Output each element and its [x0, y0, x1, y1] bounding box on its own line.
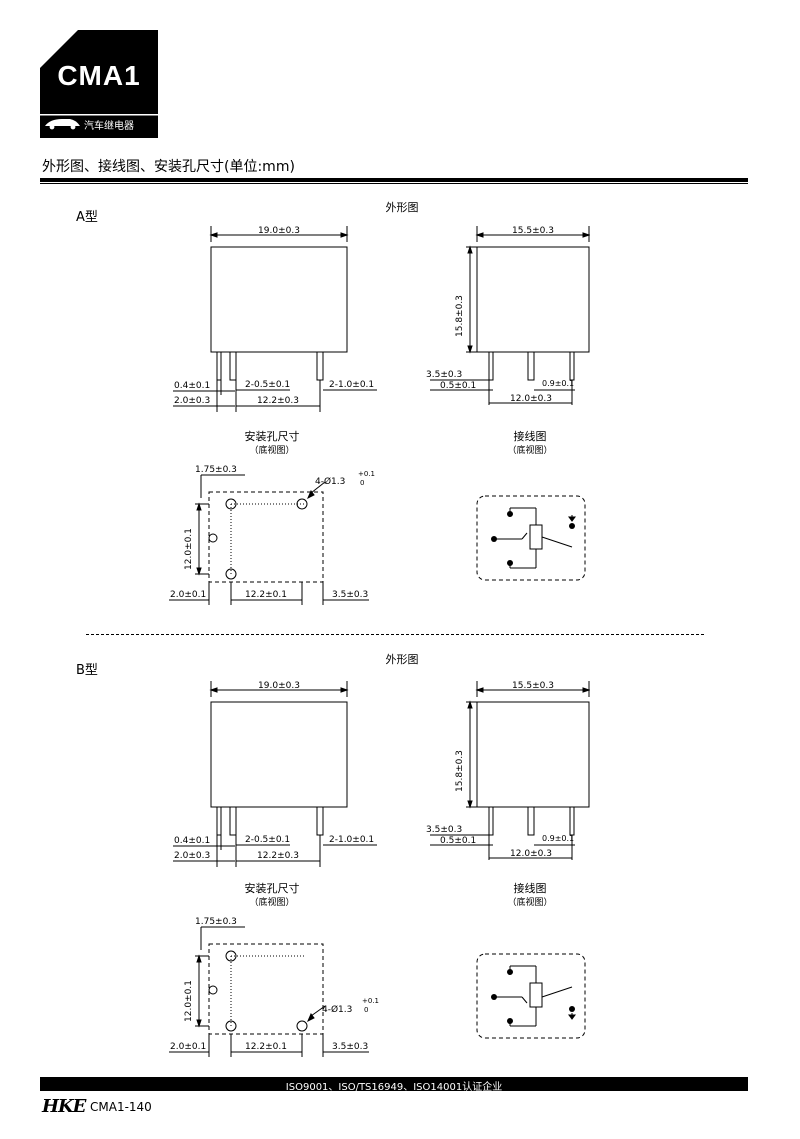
- side-view-a: 15.8±0.3 15.5±0.3 3.5±0.3 0.5±0.1 0.9±0.…: [426, 226, 590, 405]
- wiring-diagram-a: [476, 495, 586, 581]
- dim-side-pin-span: 12.0±0.3: [510, 394, 552, 404]
- dim-hole-tol-low: 0: [364, 1006, 368, 1014]
- dim-pin-width: 0.4±0.1: [174, 836, 210, 846]
- dim-hole-tol-low: 0: [360, 479, 364, 487]
- dim-pin-span: 12.2±0.3: [257, 396, 299, 406]
- wiring-heading-b: 接线图: [513, 882, 547, 895]
- dim-hole-top-offset: 1.75±0.3: [195, 465, 237, 475]
- dim-side-pin-len: 3.5±0.3: [426, 825, 462, 835]
- category-label: 汽车继电器: [84, 121, 134, 132]
- brand-logo-block: [40, 30, 158, 138]
- dim-hole-right: 3.5±0.3: [332, 1042, 368, 1052]
- mounting-holes-b: 1.75±0.3 4-Ø1.3 +0.1 0 12.0±0.1 2.0±0.1 …: [169, 917, 379, 1057]
- outline-heading-a: 外形图: [385, 201, 419, 214]
- car-icon: [45, 119, 80, 130]
- bottom-view-note-b: （底视图）: [249, 898, 295, 908]
- dim-hole-height: 12.0±0.1: [184, 528, 194, 570]
- dim-front-width: 19.0±0.3: [258, 681, 300, 691]
- dim-hole-spec: 4-Ø1.3: [315, 476, 345, 487]
- dim-front-width: 19.0±0.3: [258, 226, 300, 236]
- dim-pin-gap-small: 2-0.5±0.1: [245, 835, 290, 845]
- dim-side-height: 15.8±0.3: [455, 750, 465, 792]
- bottom-view-note-wiring-a: （底视图）: [507, 446, 553, 456]
- dim-hole-spec: 4-Ø1.3: [322, 1004, 352, 1015]
- type-b-label: B型: [76, 663, 98, 678]
- document-code: CMA1-140: [90, 1100, 152, 1114]
- dim-pin-span: 12.2±0.3: [257, 851, 299, 861]
- dim-pin-offset: 2.0±0.3: [174, 851, 210, 861]
- dim-hole-right: 3.5±0.3: [332, 590, 368, 600]
- dim-side-width: 15.5±0.3: [512, 226, 554, 236]
- mounting-holes-a: 1.75±0.3 4-Ø1.3 +0.1 0 12.0±0.1 2.0±0.1 …: [169, 465, 375, 605]
- wiring-diagram-b: [476, 953, 586, 1039]
- dim-hole-left: 2.0±0.1: [170, 590, 206, 600]
- dim-hole-top-offset: 1.75±0.3: [195, 917, 237, 927]
- mounting-heading-a: 安装孔尺寸: [244, 430, 300, 443]
- dim-side-pin-w2: 0.9±0.1: [542, 379, 574, 388]
- dim-side-width: 15.5±0.3: [512, 681, 554, 691]
- dim-side-height: 15.8±0.3: [455, 295, 465, 337]
- dim-hole-height: 12.0±0.1: [184, 980, 194, 1022]
- front-view-b: 19.0±0.3 0.4±0.1 2.0±0.3 2-0.5±0.1 2-1.0…: [173, 681, 377, 867]
- bottom-view-note-wiring-b: （底视图）: [507, 898, 553, 908]
- type-a-label: A型: [76, 210, 98, 225]
- dim-hole-left: 2.0±0.1: [170, 1042, 206, 1052]
- dim-side-pin-span: 12.0±0.3: [510, 849, 552, 859]
- dim-hole-span: 12.2±0.1: [245, 590, 287, 600]
- dim-pin-gap-small: 2-0.5±0.1: [245, 380, 290, 390]
- section-title: 外形图、接线图、安装孔尺寸(单位:mm): [42, 159, 295, 175]
- dim-pin-gap-large: 2-1.0±0.1: [329, 380, 374, 390]
- dim-pin-width: 0.4±0.1: [174, 381, 210, 391]
- model-title: CMA1: [57, 60, 141, 91]
- type-divider: [86, 634, 704, 635]
- dim-pin-gap-large: 2-1.0±0.1: [329, 835, 374, 845]
- title-rule-thin: [40, 183, 748, 184]
- dim-hole-tol-up: +0.1: [362, 997, 379, 1005]
- brand-logo-hke: HKE: [42, 1096, 86, 1117]
- dim-side-pin-w2: 0.9±0.1: [542, 834, 574, 843]
- dim-hole-span: 12.2±0.1: [245, 1042, 287, 1052]
- side-view-b: 15.8±0.3 15.5±0.3 3.5±0.3 0.5±0.1 0.9±0.…: [426, 681, 590, 860]
- mounting-heading-b: 安装孔尺寸: [244, 882, 300, 895]
- dim-hole-tol-up: +0.1: [358, 470, 375, 478]
- certification-text: ISO9001、ISO/TS16949、ISO14001认证企业: [285, 1082, 503, 1093]
- dim-side-pin-w: 0.5±0.1: [440, 381, 476, 391]
- outline-heading-b: 外形图: [385, 653, 419, 666]
- bottom-view-note-a: （底视图）: [249, 446, 295, 456]
- dim-pin-offset: 2.0±0.3: [174, 396, 210, 406]
- footer-bar: [40, 1077, 748, 1091]
- dim-side-pin-w: 0.5±0.1: [440, 836, 476, 846]
- title-rule: [40, 178, 748, 182]
- wiring-heading-a: 接线图: [513, 430, 547, 443]
- front-view-a: 19.0±0.3 0.4±0.1 2.0±0.3 2-0.5±0.1 2-1.0…: [173, 226, 377, 412]
- dim-side-pin-len: 3.5±0.3: [426, 370, 462, 380]
